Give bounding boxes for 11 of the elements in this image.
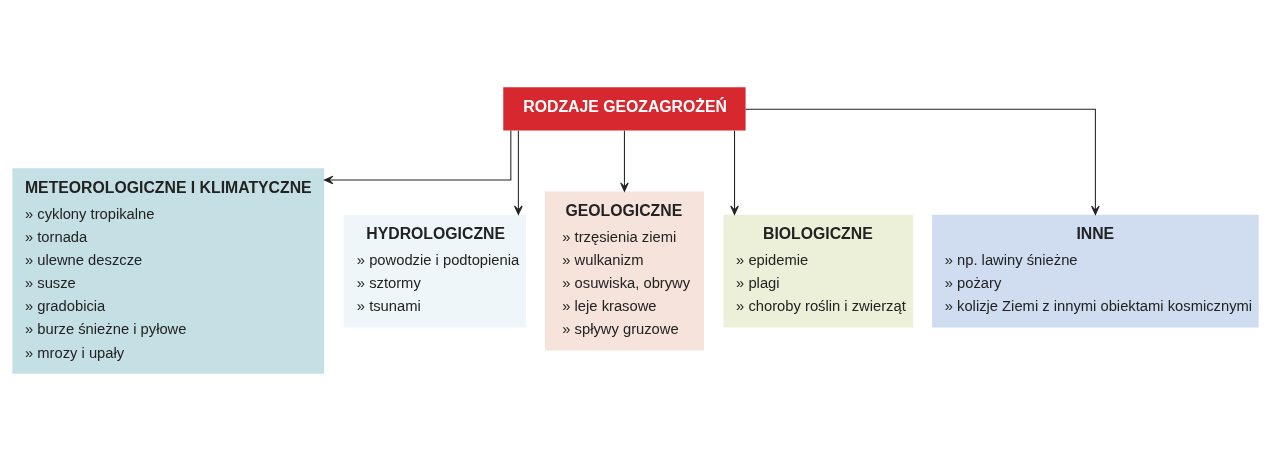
- arrow: [730, 129, 739, 215]
- node-box: METEOROLOGICZNE I KLIMATYCZNE » cyklony tropikalne » tornada » ulewne deszcze » susze » gradobicia » burze śnieżne i pyłowe » mrozy i upały: [12, 167, 325, 374]
- node-box: INNE » np. lawiny śnieżne » pożary » kolizje Ziemi z innymi obiektami kosmicznymi: [932, 214, 1259, 327]
- arrow: [323, 129, 512, 184]
- arrow: [514, 129, 523, 215]
- node-box: GEOLOGICZNE » trzęsienia ziemi » wulkanizm » osuwiska, obrywy » leje krasowe » spływy gruzowe: [544, 191, 704, 351]
- arrow: [620, 129, 629, 192]
- node-box: HYDROLOGICZNE » powodzie i podtopienia » sztormy » tsunami: [343, 214, 526, 327]
- node-box: BIOLOGICZNE » epidemie » plagi » choroby roślin i zwierząt: [723, 214, 914, 327]
- node-box: RODZAJE GEOZAGROŻEŃ: [503, 86, 746, 130]
- arrow: [745, 108, 1100, 215]
